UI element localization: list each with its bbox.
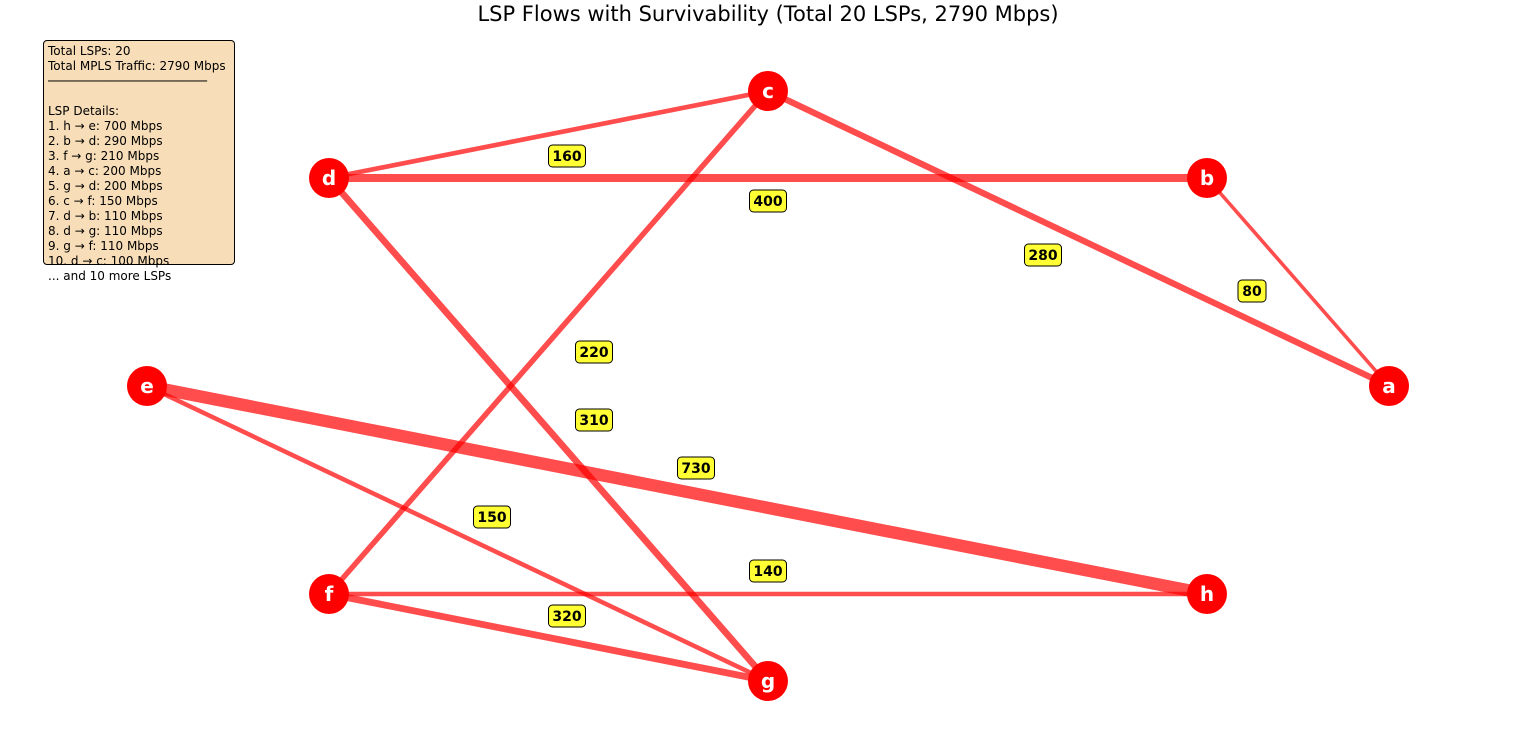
edge-label-d-b: 400 bbox=[749, 189, 787, 213]
lsp-details-header: LSP Details: bbox=[48, 104, 119, 118]
edge-label-d-c: 160 bbox=[548, 144, 586, 168]
edge-c-f bbox=[326, 89, 771, 596]
node-circle[interactable] bbox=[748, 661, 788, 701]
node-label: e bbox=[140, 374, 154, 398]
lsp-detail-4: 4. a → c: 200 Mbps bbox=[48, 164, 162, 178]
lsp-detail-6: 6. c → f: 150 Mbps bbox=[48, 194, 158, 208]
edge-label-value: 150 bbox=[477, 510, 506, 526]
edge-label-value: 320 bbox=[552, 609, 581, 625]
total-traffic-text: Total MPLS Traffic: 2790 Mbps bbox=[48, 59, 226, 73]
edge-h-e bbox=[145, 379, 1209, 601]
edge-label-b-a: 80 bbox=[1237, 279, 1267, 303]
node-d[interactable]: d bbox=[309, 158, 349, 198]
node-label: b bbox=[1200, 166, 1214, 190]
total-lsps-text: Total LSPs: 20 bbox=[48, 44, 131, 58]
lsp-detail-2: 2. b → d: 290 Mbps bbox=[48, 134, 163, 148]
edge-label-value: 160 bbox=[552, 149, 581, 165]
edge-b-a bbox=[1205, 176, 1391, 388]
lsp-detail-1: 1. h → e: 700 Mbps bbox=[48, 119, 163, 133]
lsp-detail-7: 7. d → b: 110 Mbps bbox=[48, 209, 163, 223]
edge-label-box bbox=[548, 144, 586, 168]
node-circle[interactable] bbox=[748, 71, 788, 111]
edge-d-c bbox=[328, 88, 769, 181]
lsp-detail-10: 10. d → c: 100 Mbps bbox=[48, 254, 170, 268]
node-circle[interactable] bbox=[309, 158, 349, 198]
edge-d-g bbox=[326, 175, 771, 684]
edge-label-h-e: 730 bbox=[677, 456, 715, 480]
edge-label-value: 730 bbox=[681, 461, 710, 477]
edge-f-g bbox=[328, 590, 769, 685]
node-label: f bbox=[325, 582, 334, 606]
edge-label-box bbox=[677, 456, 715, 480]
edge-label-value: 310 bbox=[579, 413, 608, 429]
edge-label-d-g: 310 bbox=[575, 408, 613, 432]
edge-label-box bbox=[749, 189, 787, 213]
lsp-detail-5: 5. g → d: 200 Mbps bbox=[48, 179, 163, 193]
edge-label-box bbox=[548, 604, 586, 628]
lsp-info-box: Total LSPs: 20 Total MPLS Traffic: 2790 … bbox=[43, 40, 235, 283]
edge-label-c-f: 220 bbox=[575, 340, 613, 364]
edge-label-value: 280 bbox=[1028, 248, 1057, 264]
edge-label-f-h: 140 bbox=[749, 559, 787, 583]
edge-label-value: 220 bbox=[579, 345, 608, 361]
node-f[interactable]: f bbox=[309, 574, 349, 614]
edge-label-box bbox=[1024, 243, 1062, 267]
edge-label-box bbox=[473, 505, 511, 529]
edge-label-f-g: 320 bbox=[548, 604, 586, 628]
edge-label-value: 400 bbox=[753, 194, 782, 210]
node-label: a bbox=[1382, 374, 1396, 398]
edge-label-box bbox=[575, 340, 613, 364]
node-circle[interactable] bbox=[1187, 158, 1227, 198]
edge-label-box bbox=[1237, 279, 1267, 303]
lsp-detail-3: 3. f → g: 210 Mbps bbox=[48, 149, 160, 163]
more-lsps-text: ... and 10 more LSPs bbox=[48, 269, 172, 283]
edge-c-a bbox=[766, 88, 1391, 389]
node-a[interactable]: a bbox=[1369, 366, 1409, 406]
node-e[interactable]: e bbox=[127, 366, 167, 406]
node-circle[interactable] bbox=[309, 574, 349, 614]
node-label: h bbox=[1200, 582, 1214, 606]
info-divider: ────────────────────── bbox=[48, 74, 207, 88]
edge-labels-layer: 730 400 320 310 280 220 160 150 140 80 bbox=[473, 144, 1267, 628]
node-b[interactable]: b bbox=[1187, 158, 1227, 198]
node-label: g bbox=[761, 669, 775, 693]
edges-layer bbox=[145, 88, 1391, 685]
node-label: c bbox=[762, 79, 774, 103]
edge-label-box bbox=[749, 559, 787, 583]
edge-label-box bbox=[575, 408, 613, 432]
node-label: d bbox=[322, 166, 336, 190]
edge-label-c-a: 280 bbox=[1024, 243, 1062, 267]
node-c[interactable]: c bbox=[748, 71, 788, 111]
lsp-detail-9: 9. g → f: 110 Mbps bbox=[48, 239, 159, 253]
edge-label-value: 80 bbox=[1242, 284, 1262, 300]
node-circle[interactable] bbox=[1369, 366, 1409, 406]
lsp-detail-8: 8. d → g: 110 Mbps bbox=[48, 224, 163, 238]
edge-e-g bbox=[146, 383, 769, 684]
edge-label-value: 140 bbox=[753, 564, 782, 580]
node-circle[interactable] bbox=[127, 366, 167, 406]
blank-line bbox=[48, 89, 234, 104]
diagram-title: LSP Flows with Survivability (Total 20 L… bbox=[477, 2, 1059, 26]
node-g[interactable]: g bbox=[748, 661, 788, 701]
node-h[interactable]: h bbox=[1187, 574, 1227, 614]
node-circle[interactable] bbox=[1187, 574, 1227, 614]
edge-label-e-g: 150 bbox=[473, 505, 511, 529]
nodes-layer: a b c d e f g h bbox=[127, 71, 1409, 701]
